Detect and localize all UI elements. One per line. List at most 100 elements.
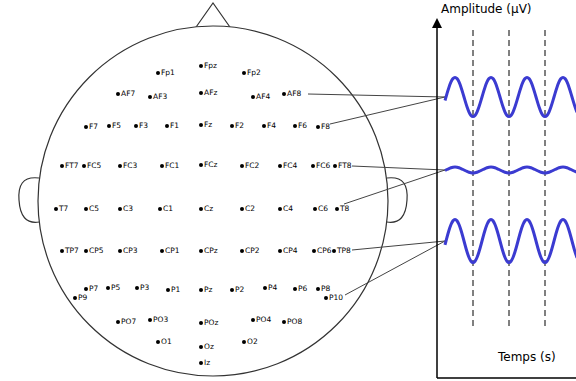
electrode-dot — [118, 207, 122, 211]
electrode-dot — [82, 164, 86, 168]
electrode-dot — [324, 296, 328, 300]
electrode-label: CPz — [204, 246, 218, 256]
electrode-dot — [240, 164, 244, 168]
electrode-label: P10 — [329, 293, 343, 303]
electrode-dot — [199, 321, 203, 325]
electrode-label: Pz — [204, 285, 212, 295]
electrode-label: F3 — [139, 121, 148, 131]
electrode-label: AF7 — [121, 89, 135, 99]
electrode-label: F5 — [112, 121, 121, 131]
electrode-label: P5 — [111, 283, 120, 293]
axis-label: Temps (s) — [498, 350, 556, 364]
electrode-label: AF8 — [287, 89, 301, 99]
electrode-label: FCz — [204, 160, 218, 170]
leader-lines — [308, 94, 445, 295]
axes — [437, 26, 576, 378]
electrode-label: FC1 — [165, 161, 179, 171]
electrode-label: F8 — [321, 122, 330, 132]
electrode-label: FC2 — [245, 161, 259, 171]
electrode-label: F7 — [89, 122, 98, 132]
electrode-dot — [332, 249, 336, 253]
electrode-label: T7 — [59, 204, 68, 214]
electrode-dot — [158, 207, 162, 211]
electrode-label: POz — [204, 318, 218, 328]
electrode-dot — [199, 361, 203, 365]
electrode-label: T8 — [340, 204, 349, 214]
electrode-label: FT7 — [65, 161, 79, 171]
electrode-label: CP5 — [89, 246, 104, 256]
electrode-dot — [263, 286, 267, 290]
electrode-label: PO7 — [121, 317, 136, 327]
electrode-label: Fz — [204, 120, 212, 130]
electrode-dot — [73, 296, 77, 300]
electrode-dots — [54, 64, 339, 365]
electrode-label: O1 — [161, 337, 172, 347]
electrode-dot — [282, 320, 286, 324]
electrode-dot — [199, 288, 203, 292]
electrode-dot — [156, 340, 160, 344]
electrode-dot — [199, 163, 203, 167]
electrode-dot — [311, 164, 315, 168]
electrode-dot — [242, 71, 246, 75]
electrode-dot — [251, 318, 255, 322]
electrode-label: CP2 — [245, 246, 260, 256]
electrode-dot — [293, 124, 297, 128]
electrode-label: PO8 — [287, 317, 302, 327]
electrode-label: FT8 — [338, 161, 352, 171]
electrode-dot — [148, 95, 152, 99]
electrode-dot — [84, 287, 88, 291]
electrode-dot — [106, 286, 110, 290]
electrode-dot — [199, 345, 203, 349]
electrode-dot — [230, 124, 234, 128]
electrode-label: C3 — [123, 204, 133, 214]
electrode-label: CP6 — [317, 246, 332, 256]
eeg-wave — [445, 167, 576, 173]
electrode-label: F6 — [298, 121, 307, 131]
electrode-dot — [313, 207, 317, 211]
electrode-label: P3 — [140, 283, 149, 293]
electrode-dot — [312, 249, 316, 253]
electrode-dot — [60, 249, 64, 253]
electrode-label: C5 — [89, 204, 99, 214]
electrode-label: CP1 — [165, 246, 180, 256]
electrode-label: FC4 — [283, 161, 297, 171]
electrode-dot — [199, 91, 203, 95]
axis-arrow — [432, 18, 442, 28]
electrode-label: AFz — [204, 88, 217, 98]
time-markers — [473, 30, 545, 330]
electrode-label: PO4 — [256, 315, 271, 325]
electrode-dot — [199, 123, 203, 127]
electrode-label: AF4 — [256, 92, 270, 102]
electrode-dot — [118, 164, 122, 168]
electrode-dot — [148, 318, 152, 322]
electrode-label: Fp1 — [161, 68, 175, 78]
electrode-dot — [335, 207, 339, 211]
electrode-dot — [160, 249, 164, 253]
electrode-dot — [166, 288, 170, 292]
right-ear — [387, 178, 407, 223]
electrode-label: C4 — [283, 204, 293, 214]
electrode-label: Fpz — [204, 61, 217, 71]
electrode-label: TP8 — [337, 246, 351, 256]
electrode-label: Iz — [204, 358, 210, 368]
electrode-dot — [134, 124, 138, 128]
electrode-label: F1 — [170, 121, 179, 131]
electrode-label: FC3 — [123, 161, 137, 171]
electrode-dot — [165, 124, 169, 128]
head-outline — [38, 26, 388, 376]
electrode-label: PO3 — [153, 315, 168, 325]
electrode-label: P6 — [298, 284, 307, 294]
electrode-dot — [199, 64, 203, 68]
electrode-label: TP7 — [65, 246, 79, 256]
electrode-dot — [199, 207, 203, 211]
electrode-dot — [316, 125, 320, 129]
axis-label: Amplitude (µV) — [441, 2, 532, 16]
electrode-dot — [293, 287, 297, 291]
electrode-label: Fp2 — [247, 68, 261, 78]
eeg-wave — [445, 219, 576, 262]
electrode-label: P7 — [89, 284, 98, 294]
electrode-dot — [156, 71, 160, 75]
electrode-label: P2 — [235, 285, 244, 295]
waves — [445, 77, 576, 262]
electrode-dot — [240, 207, 244, 211]
